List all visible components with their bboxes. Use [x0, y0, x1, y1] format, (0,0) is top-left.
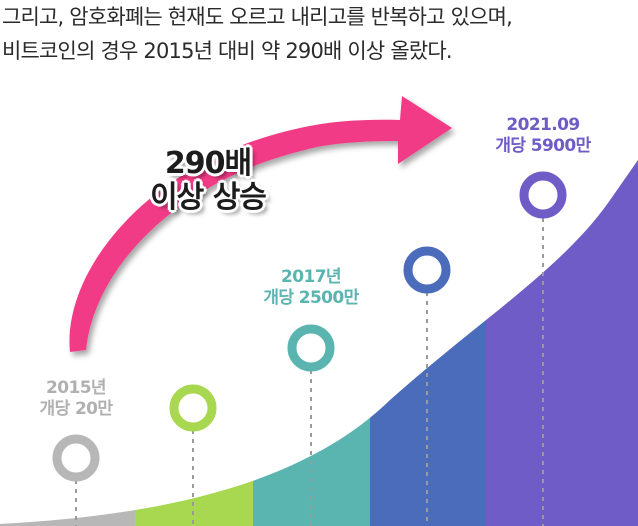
label-2017-price: 개당 2500만: [263, 288, 359, 308]
label-2017: 2017년 개당 2500만: [246, 267, 376, 309]
intro-text: 그리고, 암호화폐는 현재도 오르고 내리고를 반복하고 있으며, 비트코인의 …: [2, 0, 638, 68]
label-2021-price: 개당 5900만: [495, 136, 591, 156]
intro-line-1: 그리고, 암호화폐는 현재도 오르고 내리고를 반복하고 있으며,: [2, 5, 513, 29]
milestone-ring-2: [169, 384, 217, 432]
dashed-guides: [75, 218, 544, 526]
milestone-ring-4: [403, 246, 451, 294]
milestone-ring-2017: [287, 324, 335, 372]
milestone-rings: [52, 171, 567, 482]
curve-band-3: [253, 160, 370, 526]
rise-callout-line-2: 이상 상승: [150, 180, 267, 215]
rising-arrow-icon: [69, 96, 453, 352]
label-2021: 2021.09 개당 5900만: [475, 115, 611, 157]
label-2017-year: 2017년: [281, 267, 342, 287]
curve-band-2: [135, 160, 253, 526]
milestone-ring-2021: [519, 171, 567, 219]
milestone-ring-2015: [52, 434, 100, 482]
label-2015-price: 개당 20만: [39, 399, 114, 419]
label-2015: 2015년 개당 20만: [18, 378, 134, 420]
label-2021-year: 2021.09: [506, 115, 580, 135]
rise-callout-line-1: 290배: [164, 146, 252, 181]
rise-callout: 290배 이상 상승: [116, 147, 300, 215]
label-2015-year: 2015년: [46, 378, 107, 398]
intro-line-2: 비트코인의 경우 2015년 대비 약 290배 이상 올랐다.: [2, 39, 453, 63]
curve-band-5: [486, 160, 638, 526]
